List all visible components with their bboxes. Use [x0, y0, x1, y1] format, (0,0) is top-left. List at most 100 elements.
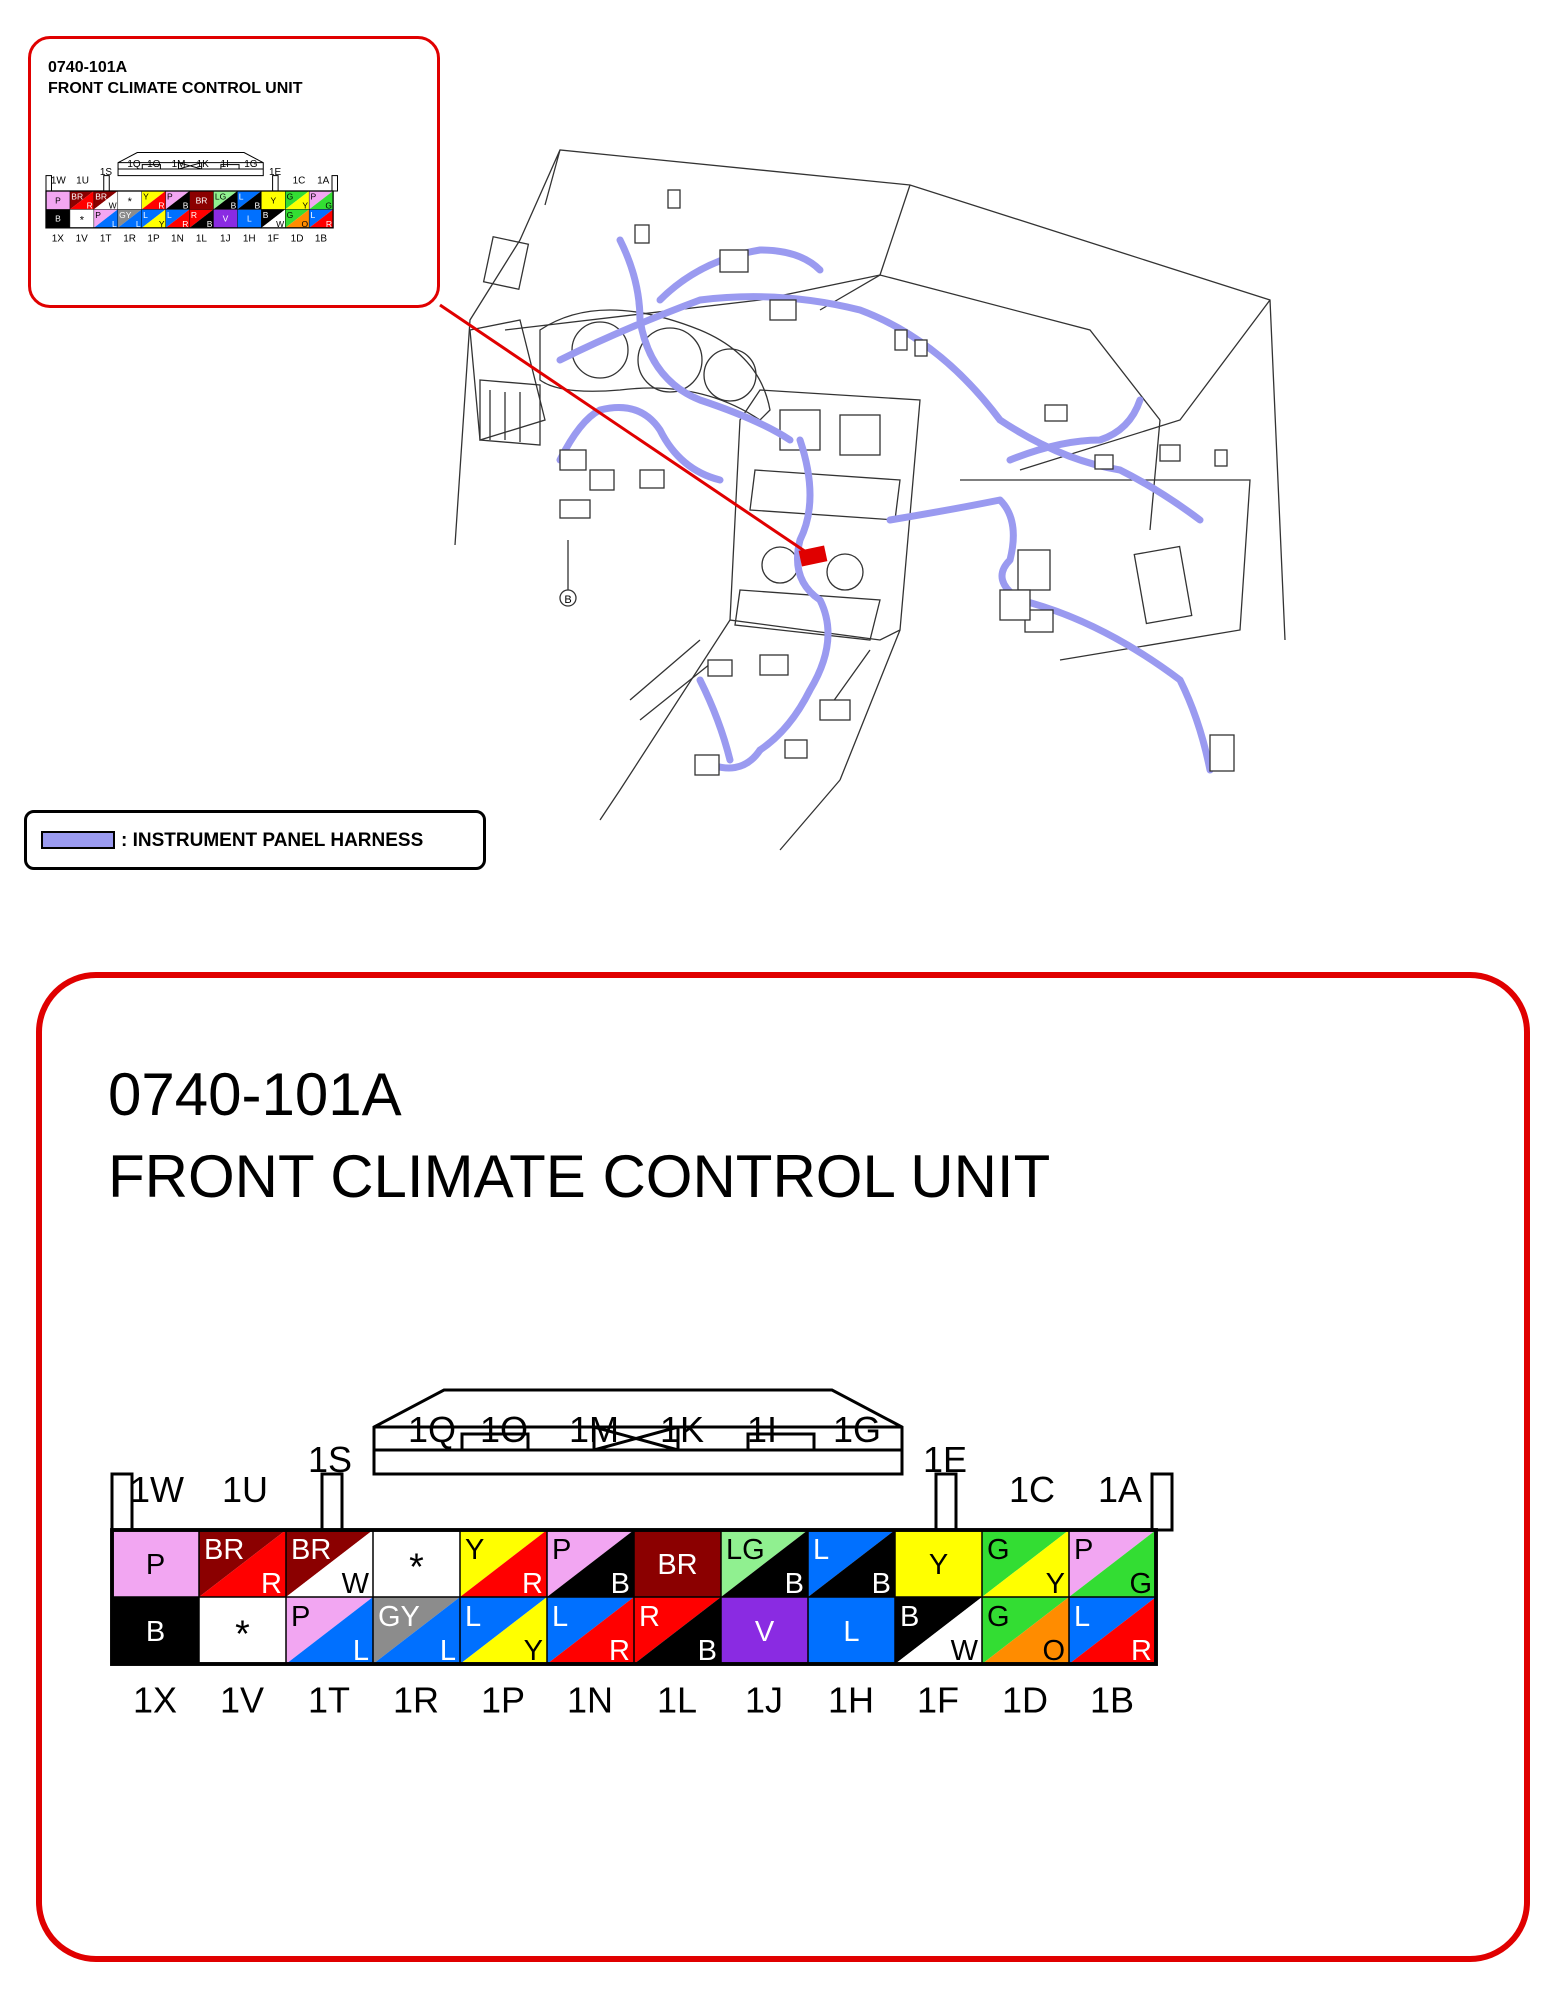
pin-label-top: 1O [480, 1409, 528, 1450]
housing-post [1150, 1472, 1174, 1532]
pin-wire-color: P [55, 195, 61, 205]
pin-fill [213, 209, 238, 228]
dash-top-edge [504, 274, 1161, 421]
pin-wire-stripe: R [87, 200, 93, 210]
pin-label-top: 1E [269, 167, 282, 178]
pin-label-top: 1W [51, 175, 67, 186]
pin-label-bottom: 1X [52, 233, 65, 244]
detail-code: 0740-101A [108, 1061, 402, 1128]
housing-post [934, 1472, 958, 1532]
pin-wire-main: L [465, 1601, 481, 1633]
pin-wire-stripe: B [785, 1568, 804, 1600]
pin-wire-color: L [843, 1616, 859, 1648]
pin-wire-main: BR [291, 1534, 331, 1566]
pin-fill-stripe [634, 1597, 721, 1664]
pin-label-bottom: 1B [315, 233, 328, 244]
pin-wire-main: B [900, 1601, 919, 1633]
pin-label-top: 1U [76, 175, 89, 186]
connector-blocks [559, 189, 1235, 776]
pin-fill [261, 191, 286, 210]
pin-fill [46, 191, 70, 210]
pin-label-top: 1A [1098, 1469, 1142, 1510]
pin-wire-stripe: L [440, 1635, 456, 1667]
pin-label-bottom: 1L [657, 1680, 697, 1721]
pin-fill [189, 191, 214, 210]
pin-wire-main: P [1074, 1534, 1093, 1566]
harness-legend-swatch [41, 831, 115, 849]
pin-cell: BR [189, 191, 214, 210]
callout-code: 0740-101A [48, 59, 128, 76]
pin-wire-main: L [552, 1601, 568, 1633]
shroud-slot [220, 164, 240, 170]
pin-fill-stripe [141, 209, 166, 228]
pin-wire-stripe: B [698, 1635, 717, 1667]
pin-cell: L [808, 1597, 895, 1664]
pin-fill-stripe [721, 1530, 808, 1597]
pin-wire-main: R [639, 1601, 660, 1633]
pin-cell: Y [261, 191, 286, 210]
pin-wire-stripe: L [136, 219, 141, 229]
right-vent [1133, 545, 1193, 625]
housing-post [331, 175, 338, 192]
pin-fill-stripe [189, 209, 214, 228]
pin-wire-stripe: Y [159, 219, 165, 229]
pin-wire-stripe: L [353, 1635, 369, 1667]
pin-cell: YR [141, 191, 166, 210]
pin-fill-stripe [373, 1597, 460, 1664]
pin-wire-stripe: B [611, 1568, 630, 1600]
pin-cell: PB [547, 1530, 634, 1600]
pin-label-bottom: 1N [171, 233, 184, 244]
pin-label-bottom: 1T [100, 233, 112, 244]
pin-label-top: 1A [317, 175, 330, 186]
console [599, 619, 901, 851]
pin-cell: P [112, 1530, 199, 1597]
pin-label-bottom: 1H [828, 1680, 874, 1721]
pin-label-bottom: 1N [567, 1680, 613, 1721]
radio-panel [749, 469, 901, 521]
pin-cell: * [69, 209, 94, 228]
dash-outline [454, 149, 1286, 641]
pin-wire-stripe: B [207, 219, 213, 229]
pin-label-bottom: 1D [1002, 1680, 1048, 1721]
pin-fill-stripe [547, 1530, 634, 1597]
pin-label-bottom: 1R [123, 233, 136, 244]
pin-wire-main: G [287, 210, 294, 220]
pin-wire-color: BR [196, 195, 208, 205]
pin-wire-main: GY [119, 210, 132, 220]
knob-1 [761, 546, 799, 584]
pin-wire-stripe: O [1042, 1635, 1065, 1667]
harness-legend-text: : INSTRUMENT PANEL HARNESS [121, 830, 424, 851]
pin-fill-main [285, 209, 310, 228]
pin-cell: LB [237, 191, 262, 210]
pin-cell: BW [895, 1597, 982, 1667]
pin-fill-stripe [165, 209, 190, 228]
pin-wire-stripe: W [342, 1568, 370, 1600]
pin-label-top: 1E [923, 1439, 967, 1480]
pin-empty-mark: * [128, 196, 133, 208]
housing-post [110, 1472, 134, 1532]
pin-cell: GY L [117, 209, 142, 229]
pin-empty-mark: * [80, 214, 85, 226]
pin-fill-main [93, 191, 118, 210]
pin-wire-main: R [191, 210, 197, 220]
pin-wire-color: Y [270, 195, 276, 205]
pin-wire-stripe: Y [524, 1635, 543, 1667]
dashboard-illustration: B [454, 149, 1286, 851]
pin-fill-empty [199, 1597, 286, 1664]
pin-label-top: 1O [147, 159, 161, 170]
pin-wire-stripe: W [951, 1635, 979, 1667]
pin-fill-stripe [141, 191, 166, 210]
pin-wire-stripe: L [112, 219, 117, 229]
gauge-center [637, 327, 703, 393]
pin-cell: BRW [93, 191, 118, 210]
pin-cell: V [721, 1597, 808, 1664]
pin-fill-stripe [1069, 1530, 1156, 1597]
pin-wire-color: V [755, 1616, 775, 1648]
pin-fill-main [93, 209, 118, 228]
pin-label-bottom: 1F [917, 1680, 959, 1721]
pin-fill [112, 1597, 199, 1664]
pin-fill-stripe [69, 191, 94, 210]
shroud-slot [460, 1432, 530, 1452]
pin-cell: LY [460, 1597, 547, 1667]
